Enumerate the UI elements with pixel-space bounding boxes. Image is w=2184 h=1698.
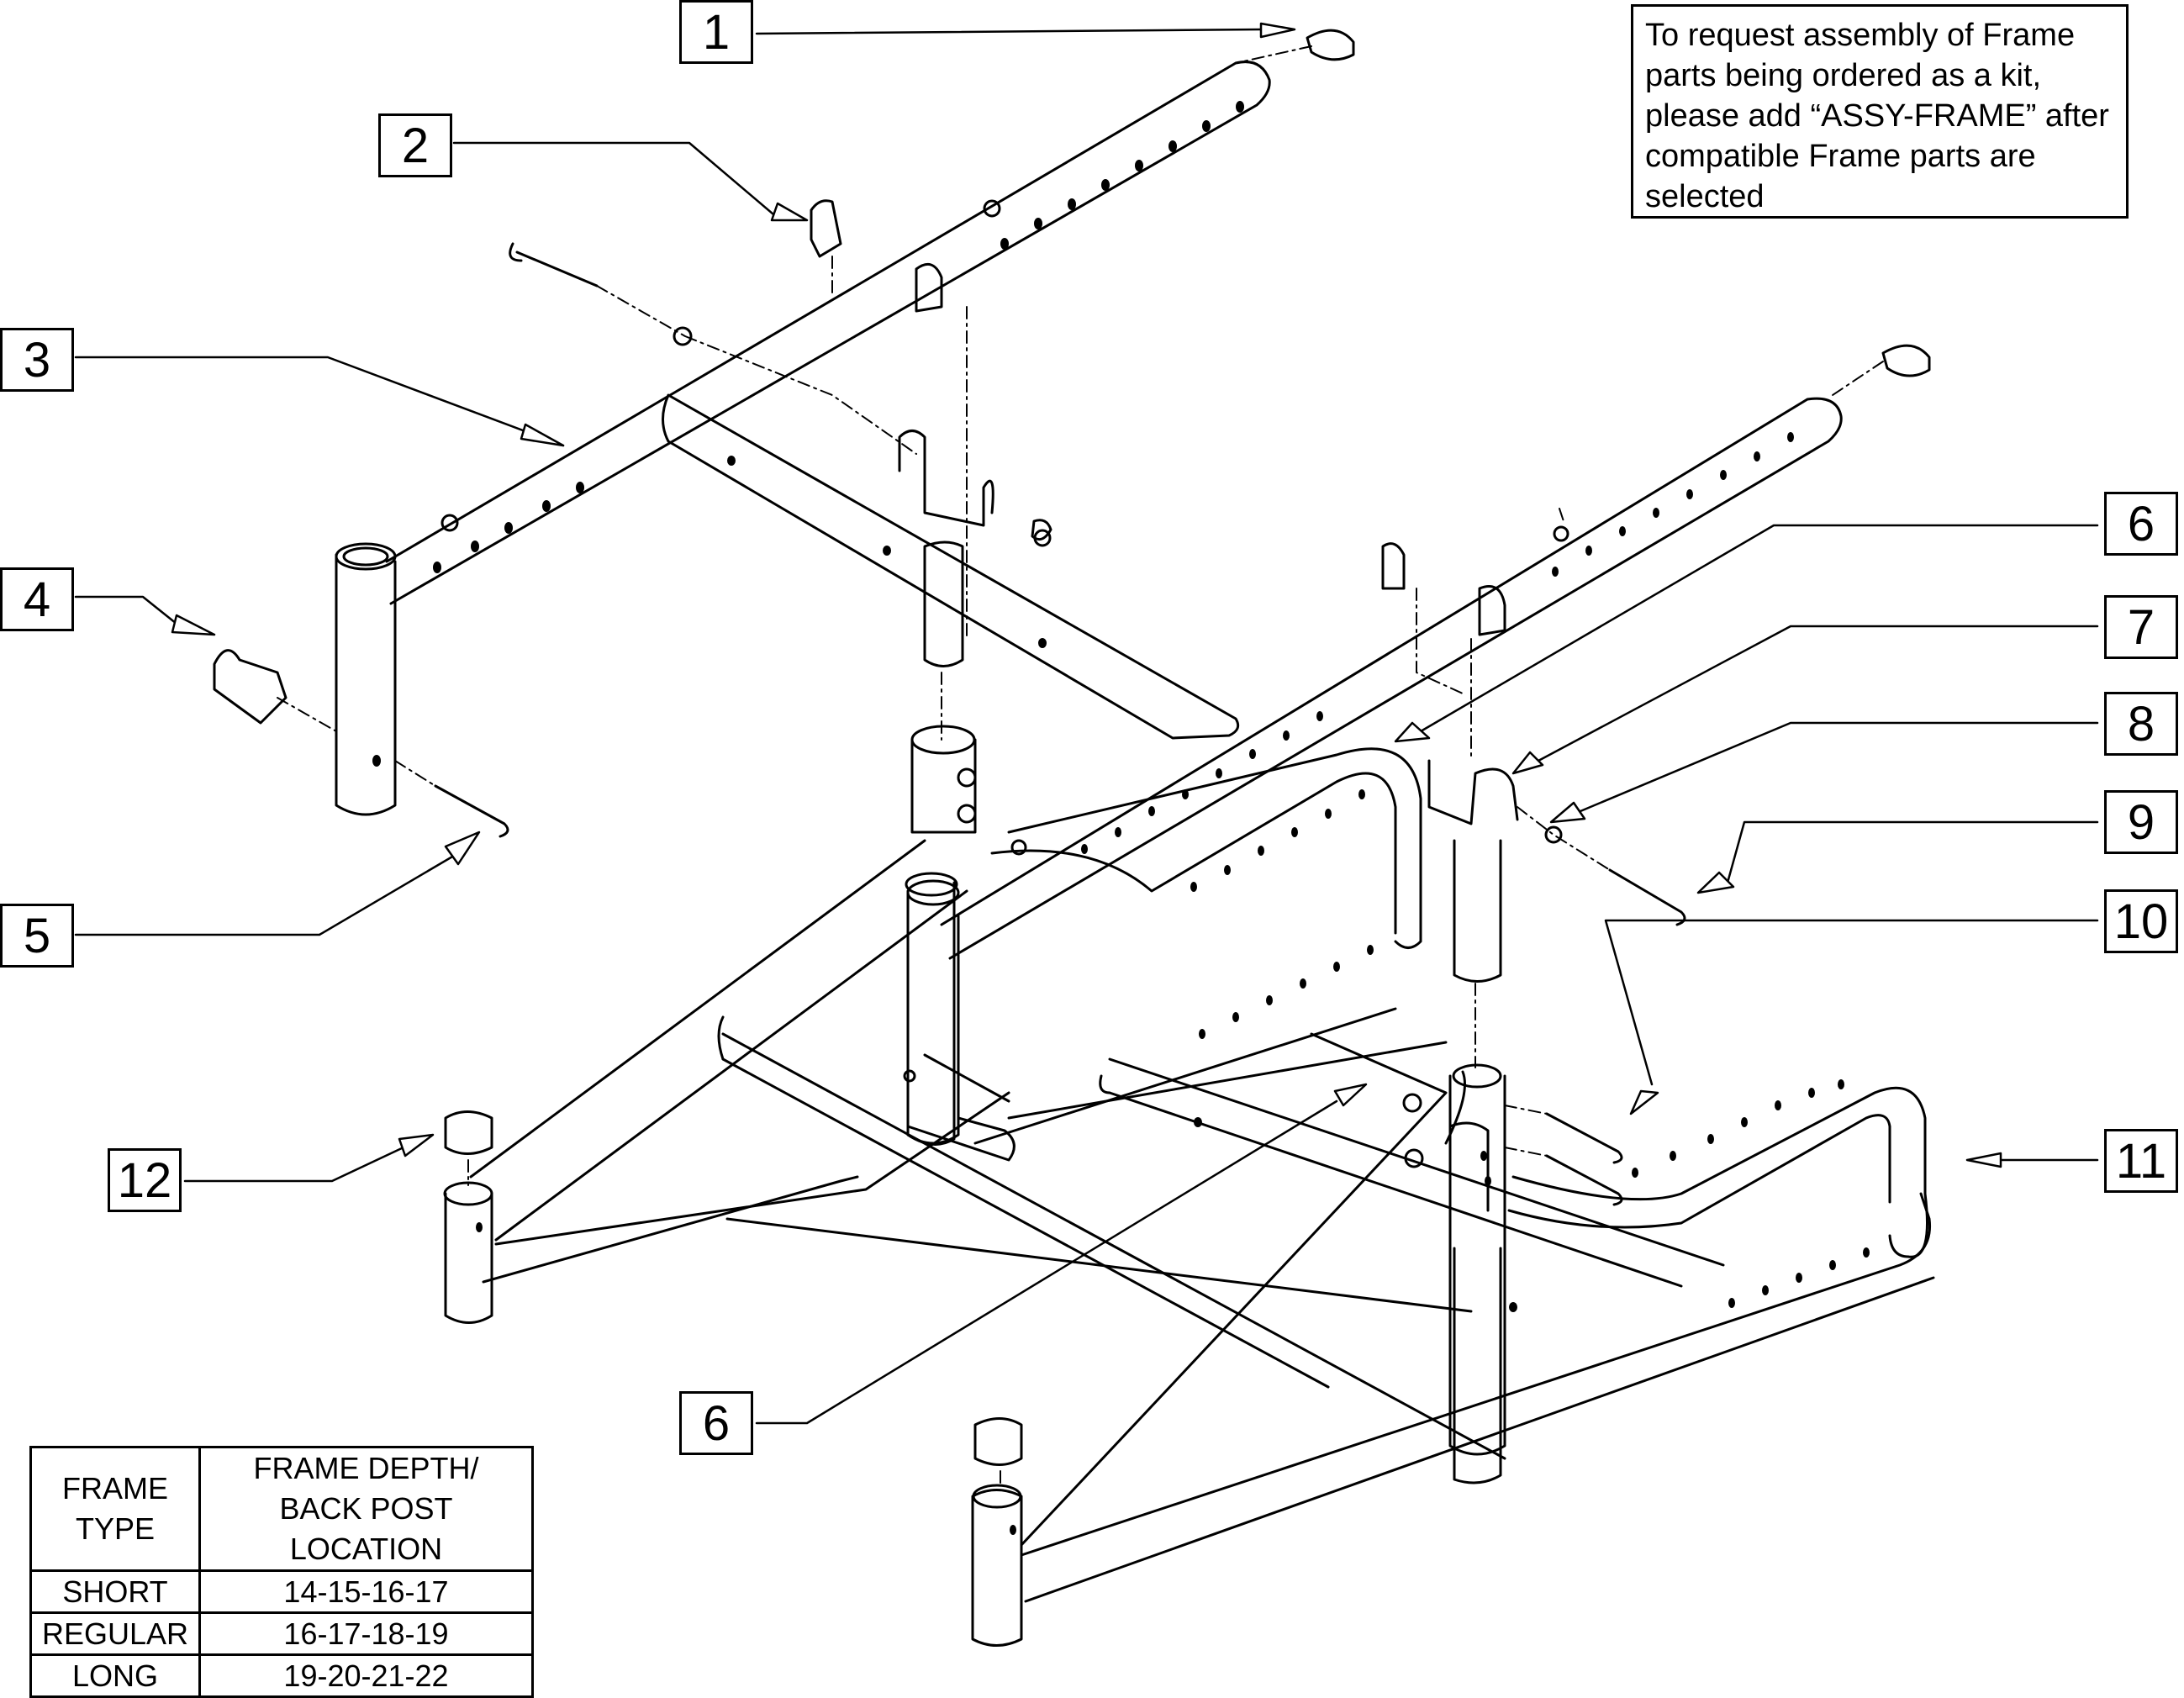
header-frame-type: FRAME TYPE — [29, 1446, 201, 1572]
bolt-10 — [1545, 1112, 1623, 1164]
upper-brackets — [810, 199, 1052, 667]
callout-1: 1 — [679, 0, 753, 64]
callout-6: 6 — [2104, 492, 2178, 556]
end-cap-1 — [1306, 29, 1355, 61]
hardware — [213, 29, 1931, 1466]
knob-4 — [213, 649, 288, 725]
note-line: parts being ordered as a kit, — [1645, 58, 2042, 93]
note-line: compatible Frame parts are — [1645, 139, 2036, 174]
callout-4: 4 — [0, 567, 74, 631]
table-row: LONG 19-20-21-22 — [29, 1653, 534, 1698]
callout-9: 9 — [2104, 790, 2178, 854]
frame-type-table: FRAME TYPE FRAME DEPTH/ BACK POST LOCATI… — [29, 1446, 534, 1698]
center-lines — [277, 45, 1884, 1489]
cell-depth: 14-15-16-17 — [198, 1569, 534, 1614]
callout-6-lower: 6 — [679, 1391, 753, 1455]
table-row: REGULAR 16-17-18-19 — [29, 1611, 534, 1656]
callout-8: 8 — [2104, 692, 2178, 756]
callout-3: 3 — [0, 328, 74, 392]
leader-lines — [74, 22, 2099, 1425]
bolt-upper — [509, 242, 599, 287]
bolt-10b — [1545, 1154, 1623, 1206]
table-header-row: FRAME TYPE FRAME DEPTH/ BACK POST LOCATI… — [29, 1446, 534, 1572]
header-frame-depth: FRAME DEPTH/ BACK POST LOCATION — [198, 1446, 534, 1572]
end-cap-2 — [1881, 344, 1931, 377]
lower-side-frame — [905, 397, 1843, 1162]
frame-exploded-drawing — [74, 22, 2099, 1647]
cell-depth: 16-17-18-19 — [198, 1611, 534, 1656]
upper-side-frame — [335, 61, 1271, 816]
table-row: SHORT 14-15-16-17 — [29, 1569, 534, 1614]
lower-base-frame — [443, 725, 1935, 1647]
note-line: selected — [1645, 179, 1765, 214]
cap-lower — [973, 1417, 1023, 1466]
cell-type: LONG — [29, 1653, 201, 1698]
note-line: To request assembly of Frame — [1645, 18, 2076, 53]
assembly-note: To request assembly of Frame parts being… — [1631, 4, 2129, 219]
note-line: please add “ASSY-FRAME” after — [1645, 98, 2109, 134]
callout-12: 12 — [108, 1148, 182, 1212]
cell-depth: 19-20-21-22 — [198, 1653, 534, 1698]
cell-type: REGULAR — [29, 1611, 201, 1656]
callout-11: 11 — [2104, 1129, 2178, 1193]
cell-type: SHORT — [29, 1569, 201, 1614]
cap-12 — [444, 1110, 493, 1155]
callout-7: 7 — [2104, 595, 2178, 659]
callout-10: 10 — [2104, 889, 2178, 953]
callout-5: 5 — [0, 904, 74, 968]
bolt-5 — [434, 784, 509, 838]
bolt-9 — [1608, 868, 1686, 926]
callout-2: 2 — [378, 113, 452, 177]
